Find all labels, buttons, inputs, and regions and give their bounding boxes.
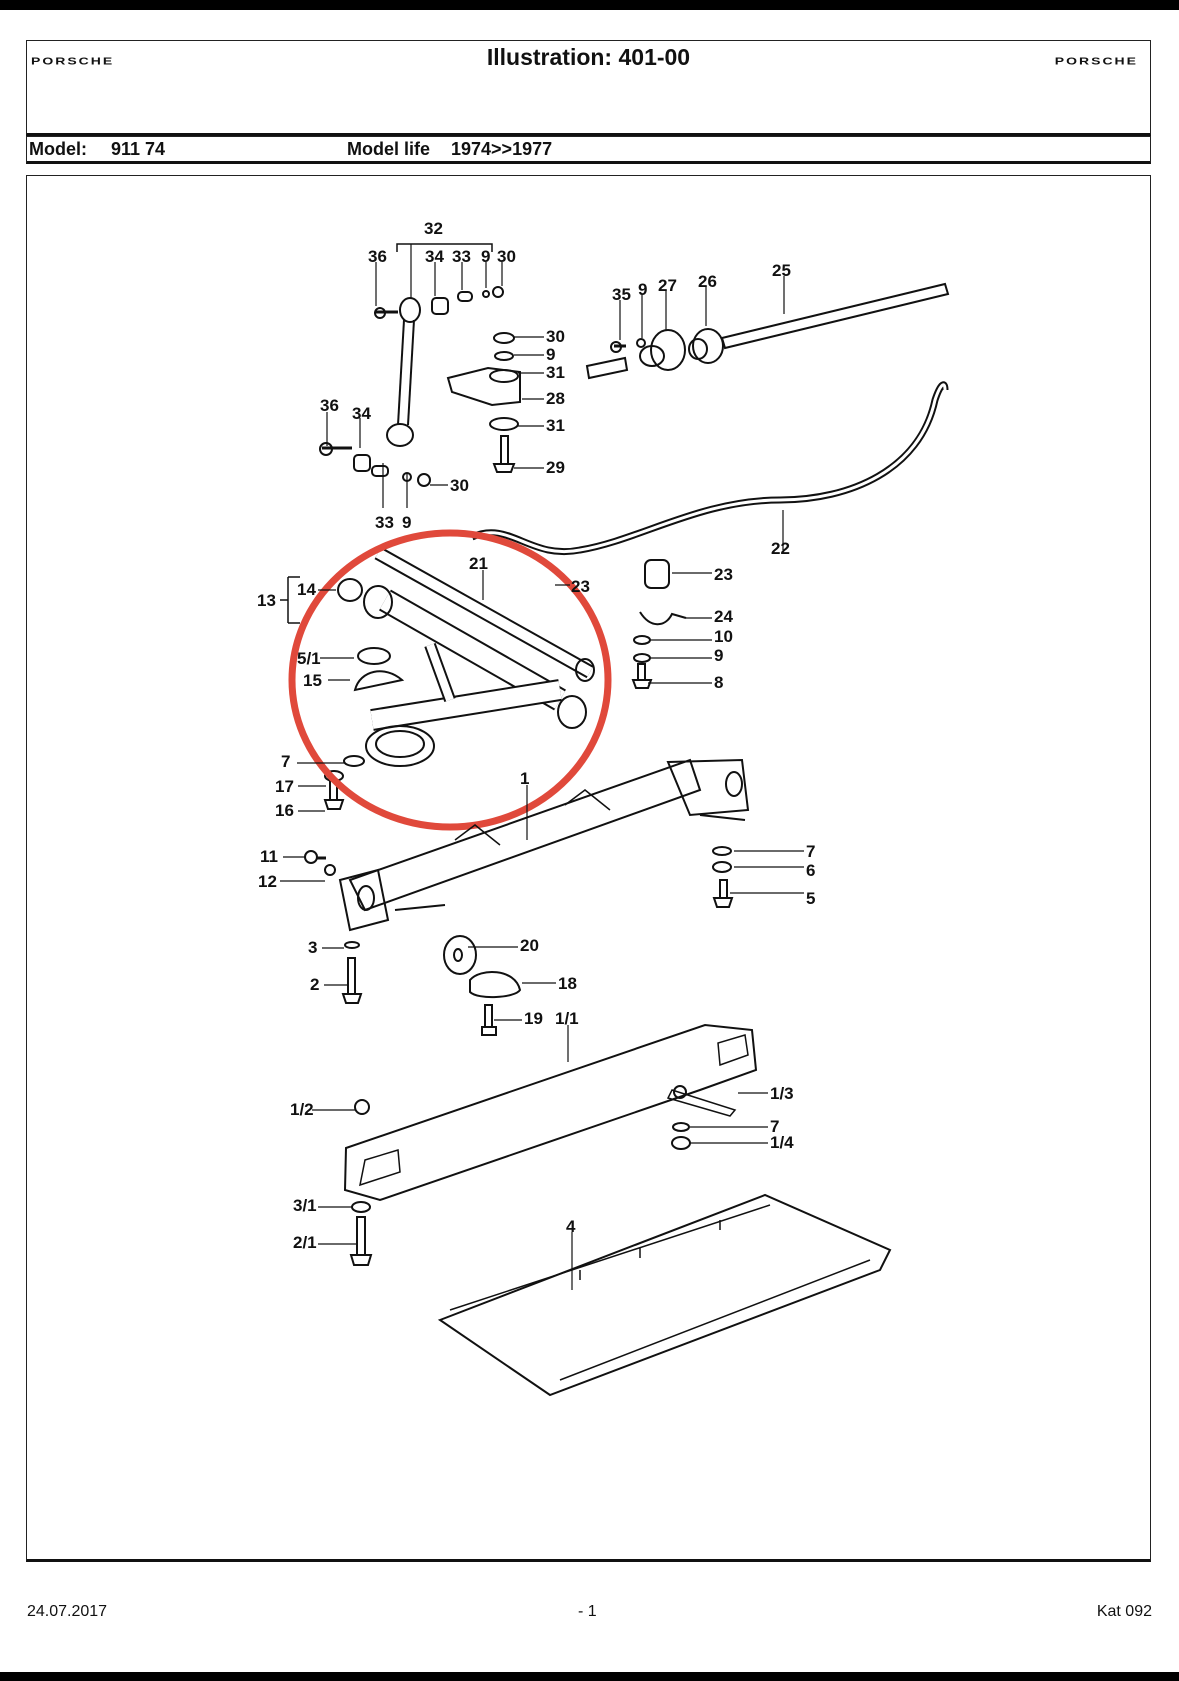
callout-17: 17 [275, 777, 294, 796]
callout-23: 23 [571, 577, 590, 596]
callout-13: 13 [257, 591, 276, 610]
model-life-label: Model life [347, 139, 431, 159]
callout-4: 4 [566, 1217, 576, 1236]
callout-22: 22 [771, 539, 790, 558]
callout-9: 9 [714, 646, 724, 665]
callout-26: 26 [698, 272, 717, 291]
highlight-circle [288, 529, 612, 831]
callout-11: 11 [260, 847, 278, 866]
callout-21: 21 [469, 554, 488, 573]
callout-25: 25 [772, 261, 791, 280]
page-header: PORSCHE Illustration: 401-00 PORSCHE [26, 40, 1151, 136]
callout-7: 7 [806, 842, 816, 861]
callout-7: 7 [770, 1117, 780, 1136]
callout-9: 9 [638, 280, 648, 299]
model-label: Model: [29, 139, 87, 159]
callout-2-1: 2/1 [293, 1233, 317, 1252]
callout-30: 30 [450, 476, 469, 495]
model-value: 911 74 [111, 139, 166, 159]
model-info-row: Model: 911 74 Model life 1974>>1977 [26, 136, 1151, 164]
callout-9: 9 [481, 247, 491, 266]
callout-36: 36 [368, 247, 387, 266]
footer-catalog: Kat 092 [1096, 1603, 1152, 1620]
callout-28: 28 [546, 389, 565, 408]
callout-10: 10 [714, 627, 733, 646]
callout-8: 8 [714, 673, 724, 692]
callout-18: 18 [558, 974, 577, 993]
page-title: Illustration: 401-00 [486, 44, 691, 70]
callout-16: 16 [275, 801, 294, 820]
top-border-bar [0, 0, 1179, 10]
callout-3-1: 3/1 [293, 1196, 317, 1215]
callout-9: 9 [402, 513, 412, 532]
callout-7: 7 [281, 752, 291, 771]
callout-32: 32 [424, 219, 443, 238]
callout-5-1: 5/1 [297, 649, 321, 668]
callout-30: 30 [546, 327, 565, 346]
callout-30: 30 [497, 247, 516, 266]
callout-2: 2 [310, 975, 320, 994]
callout-33: 33 [452, 247, 471, 266]
callout-3: 3 [308, 938, 318, 957]
callout-1-2: 1/2 [290, 1100, 314, 1119]
callout-31: 31 [546, 416, 565, 435]
callout-12: 12 [258, 872, 277, 891]
callout-9: 9 [546, 345, 556, 364]
callout-24: 24 [714, 607, 733, 626]
callout-34: 34 [425, 247, 444, 266]
callout-20: 20 [520, 936, 539, 955]
illustration-frame [26, 175, 1151, 1562]
footer-page-number: - 1 [578, 1603, 597, 1620]
callout-29: 29 [546, 458, 565, 477]
footer-date: 24.07.2017 [27, 1603, 108, 1620]
porsche-logo-left: PORSCHE [31, 55, 115, 67]
bottom-border-bar [0, 1672, 1179, 1681]
callout-31: 31 [546, 363, 565, 382]
callout-34: 34 [352, 404, 371, 423]
callout-19: 19 [524, 1009, 543, 1028]
callout-15: 15 [303, 671, 322, 690]
callout-36: 36 [320, 396, 339, 415]
porsche-logo-right: PORSCHE [1054, 55, 1138, 67]
callout-1: 1 [520, 769, 530, 788]
callout-5: 5 [806, 889, 816, 908]
callout-27: 27 [658, 276, 677, 295]
callout-23: 23 [714, 565, 733, 584]
callout-1-3: 1/3 [770, 1084, 794, 1103]
callout-6: 6 [806, 861, 816, 880]
callout-33: 33 [375, 513, 394, 532]
model-life-value: 1974>>1977 [451, 139, 553, 159]
callout-35: 35 [612, 285, 631, 304]
callout-1-1: 1/1 [555, 1009, 579, 1028]
callout-1-4: 1/4 [770, 1133, 794, 1152]
callout-14: 14 [297, 580, 316, 599]
